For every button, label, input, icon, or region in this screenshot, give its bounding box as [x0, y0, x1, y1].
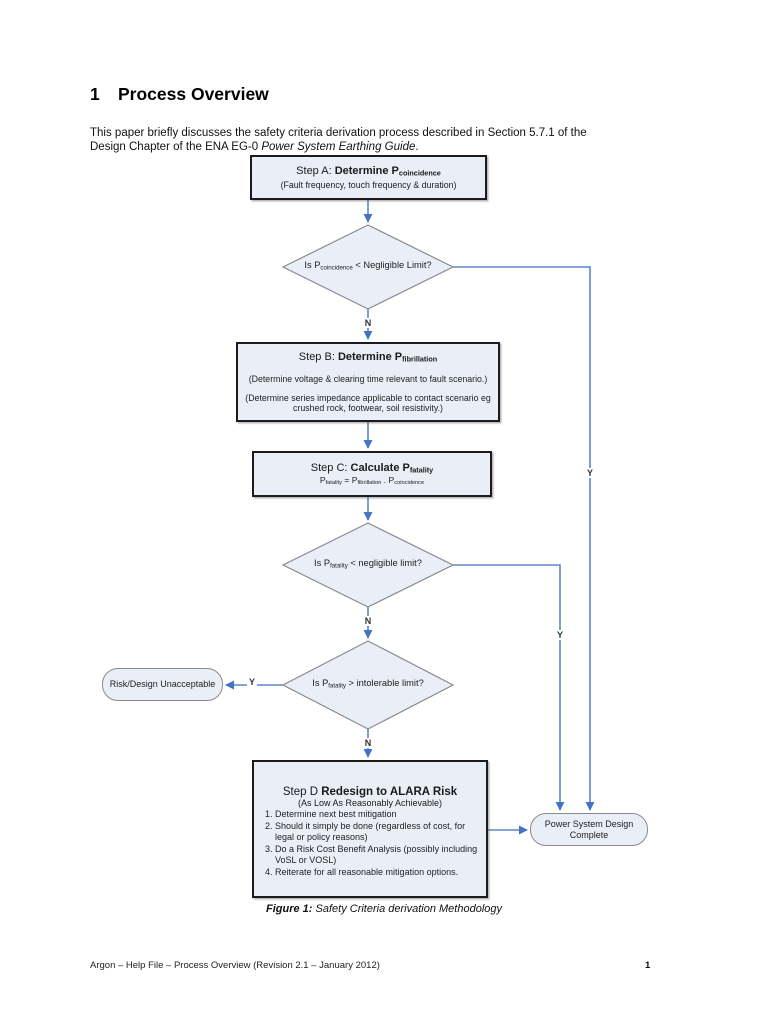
- intro-paragraph: This paper briefly discusses the safety …: [90, 126, 670, 155]
- step-b-note-2: (Determine series impedance applicable t…: [245, 392, 491, 413]
- step-d-box: Step D Redesign to ALARA Risk (As Low As…: [252, 760, 488, 898]
- terminal-design-complete: Power System Design Complete: [530, 813, 648, 846]
- decision-1-label: Is Pcoincidence < Negligible Limit?: [304, 260, 432, 272]
- branch-label-y2: Y: [554, 630, 566, 640]
- connector-d1-yes: [453, 266, 595, 811]
- step-c-formula: Pfatality = Pfibrillation . Pcoincidence: [319, 475, 425, 487]
- branch-label-n2: N: [362, 616, 374, 626]
- step-d-list: Determine next best mitigation Should it…: [254, 809, 486, 878]
- branch-label-y1: Y: [584, 468, 596, 478]
- intro-line-1: This paper briefly discusses the safety …: [90, 126, 587, 139]
- decision-2-label: Is Pfatality < negligible limit?: [314, 558, 422, 570]
- figure-caption-text: Safety Criteria derivation Methodology: [312, 903, 503, 915]
- step-a-note: (Fault frequency, touch frequency & dura…: [280, 179, 457, 190]
- step-d-item: Do a Risk Cost Benefit Analysis (possibl…: [275, 844, 486, 867]
- footer-text: Argon – Help File – Process Overview (Re…: [90, 960, 380, 971]
- step-d-item: Should it simply be done (regardless of …: [275, 821, 486, 844]
- step-b-title: Step B: Determine Pfibrillation: [298, 351, 438, 364]
- branch-label-n3: N: [362, 738, 374, 748]
- terminal-risk-unacceptable: Risk/Design Unacceptable: [102, 668, 223, 701]
- step-a-title: Step A: Determine Pcoincidence: [296, 165, 441, 178]
- step-b-box: Step B: Determine Pfibrillation (Determi…: [236, 342, 500, 422]
- figure-caption: Figure 1: Safety Criteria derivation Met…: [0, 903, 768, 915]
- connector-d2-yes: [453, 564, 565, 811]
- footer-page-number: 1: [645, 960, 651, 971]
- step-d-item: Reiterate for all reasonable mitigation …: [275, 867, 486, 879]
- step-d-note: (As Low As Reasonably Achievable): [297, 798, 443, 808]
- step-b-note-1: (Determine voltage & clearing time relev…: [248, 373, 488, 384]
- book-title: Power System Earthing Guide: [261, 141, 416, 153]
- step-d-item: Determine next best mitigation: [275, 809, 486, 821]
- figure-caption-number: Figure 1:: [266, 903, 313, 915]
- step-c-title: Step C: Calculate Pfatality: [310, 461, 434, 475]
- step-a-box: Step A: Determine Pcoincidence (Fault fr…: [250, 155, 487, 200]
- decision-diamond-3: [281, 640, 455, 730]
- step-c-box: Step C: Calculate Pfatality Pfatality = …: [252, 451, 492, 497]
- decision-diamond-1: [281, 224, 455, 310]
- branch-label-n1: N: [362, 318, 374, 328]
- decision-3-label: Is Pfatality > intolerable limit?: [312, 678, 424, 690]
- section-heading: 1 Process Overview: [90, 84, 269, 105]
- intro-line-2: Design Chapter of the ENA EG-0 Power Sys…: [90, 141, 419, 153]
- branch-label-y3: Y: [246, 677, 258, 687]
- section-title: Process Overview: [118, 84, 269, 104]
- step-d-title: Step D Redesign to ALARA Risk: [282, 786, 458, 798]
- decision-diamond-2: [281, 522, 455, 608]
- section-number: 1: [90, 84, 100, 104]
